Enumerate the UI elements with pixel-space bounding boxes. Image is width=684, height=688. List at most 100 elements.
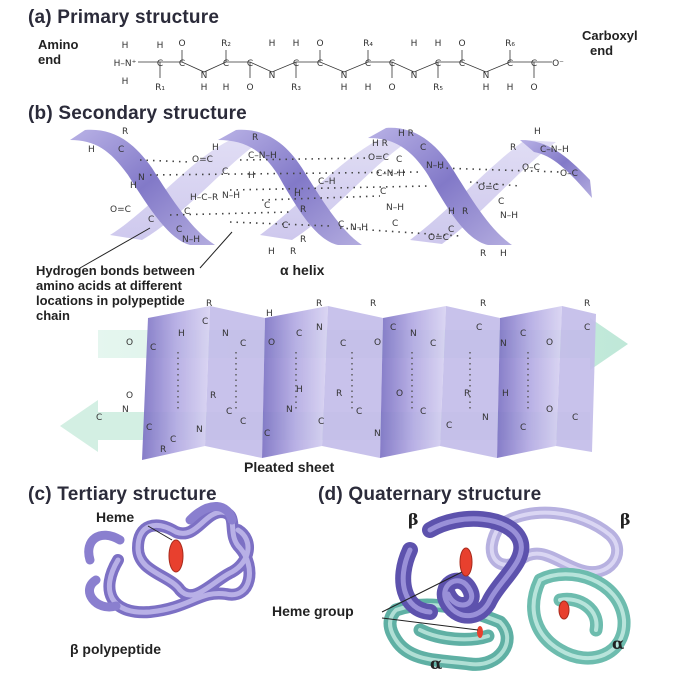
hydrogen-bonds-label: Hydrogen bonds between amino acids at di… [36, 263, 195, 323]
svg-text:O: O [374, 338, 381, 348]
svg-text:O–C: O–C [522, 163, 540, 173]
svg-text:C: C [446, 421, 452, 431]
svg-text:R: R [584, 299, 590, 309]
primary-structure-heading: (a) Primary structure [28, 7, 220, 28]
svg-text:C–N–H: C–N–H [376, 169, 405, 179]
svg-text:O: O [268, 338, 275, 348]
svg-text:H R: H R [398, 129, 414, 139]
quaternary-structure-heading: (d) Quaternary structure [318, 484, 542, 505]
svg-text:C: C [176, 225, 182, 235]
svg-text:H: H [341, 83, 348, 93]
svg-text:R: R [290, 247, 296, 257]
svg-text:H: H [294, 189, 301, 199]
svg-text:R: R [510, 143, 516, 153]
svg-text:N: N [316, 323, 323, 333]
svg-text:R: R [480, 299, 486, 309]
svg-text:H: H [365, 83, 372, 93]
svg-text:H R: H R [372, 139, 388, 149]
svg-text:N: N [411, 71, 418, 81]
amino-end-label: Amino end [38, 37, 78, 67]
svg-text:C: C [223, 59, 229, 69]
svg-text:C: C [222, 167, 228, 177]
svg-text:R: R [462, 207, 468, 217]
hbond-pointers [79, 227, 233, 269]
svg-text:O: O [388, 83, 395, 93]
svg-text:O: O [246, 83, 253, 93]
svg-text:O: O [458, 39, 465, 49]
svg-text:H: H [248, 171, 255, 181]
hbond-line2: amino acids at different [36, 278, 182, 293]
amino-end-line1: Amino [38, 37, 79, 52]
svg-text:C: C [170, 435, 176, 445]
svg-text:R₁: R₁ [155, 83, 165, 93]
svg-text:C: C [148, 215, 154, 225]
svg-text:N: N [196, 425, 203, 435]
quaternary-heme-beta [459, 547, 473, 577]
svg-text:N–H: N–H [500, 211, 518, 221]
hbond-line1: Hydrogen bonds between [36, 263, 195, 278]
svg-text:O=C: O=C [428, 233, 449, 243]
svg-text:O: O [126, 338, 133, 348]
svg-text:R: R [464, 389, 470, 399]
svg-text:N: N [341, 71, 348, 81]
tertiary-structure-heading: (c) Tertiary structure [28, 484, 217, 505]
svg-text:H: H [201, 83, 208, 93]
svg-text:C: C [96, 413, 102, 423]
svg-text:C: C [520, 329, 526, 339]
amino-end-line2: end [38, 52, 62, 67]
svg-text:C: C [118, 145, 124, 155]
svg-text:H–N⁺: H–N⁺ [114, 59, 137, 69]
svg-text:C: C [392, 219, 398, 229]
svg-text:H: H [296, 385, 303, 395]
carboxyl-end-line2: end [590, 43, 614, 58]
svg-text:O=C: O=C [368, 153, 389, 163]
svg-text:O: O [546, 405, 553, 415]
svg-text:C: C [498, 197, 504, 207]
tertiary-protein [84, 502, 256, 619]
svg-text:H: H [534, 127, 541, 137]
svg-text:C: C [338, 220, 344, 230]
svg-text:C–N–H: C–N–H [540, 145, 569, 155]
svg-text:C: C [520, 423, 526, 433]
beta-polypeptide-label: β polypeptide [70, 641, 161, 657]
svg-text:C: C [247, 59, 253, 69]
svg-text:C: C [282, 221, 288, 231]
svg-text:C: C [179, 59, 185, 69]
svg-text:O: O [396, 389, 403, 399]
svg-text:H: H [411, 39, 418, 49]
svg-text:C: C [584, 323, 590, 333]
svg-text:R: R [300, 205, 306, 215]
svg-text:C: C [226, 407, 232, 417]
helix-front-ribbons [70, 127, 592, 245]
svg-text:H: H [448, 207, 455, 217]
svg-text:H: H [268, 247, 275, 257]
tertiary-heme [168, 539, 184, 573]
svg-text:C: C [435, 59, 441, 69]
svg-text:R: R [300, 235, 306, 245]
svg-text:C: C [420, 143, 426, 153]
svg-text:C: C [202, 317, 208, 327]
svg-text:R: R [336, 389, 342, 399]
svg-text:C: C [157, 59, 163, 69]
subunit-label-beta-left: β [408, 510, 419, 529]
svg-text:R: R [122, 127, 128, 137]
svg-text:C: C [390, 323, 396, 333]
svg-text:N: N [410, 329, 417, 339]
svg-text:N: N [201, 71, 208, 81]
carboxyl-end-label: Carboxyl end [582, 28, 638, 58]
svg-text:C: C [150, 343, 156, 353]
svg-text:R₆: R₆ [505, 39, 515, 49]
svg-text:C: C [459, 59, 465, 69]
svg-text:H: H [500, 249, 507, 259]
svg-text:H: H [502, 389, 509, 399]
svg-text:H: H [157, 41, 164, 51]
svg-text:N: N [269, 71, 276, 81]
svg-text:C: C [365, 59, 371, 69]
svg-text:R₄: R₄ [363, 39, 373, 49]
svg-text:C: C [572, 413, 578, 423]
subunit-label-alpha-left: α [430, 654, 443, 673]
